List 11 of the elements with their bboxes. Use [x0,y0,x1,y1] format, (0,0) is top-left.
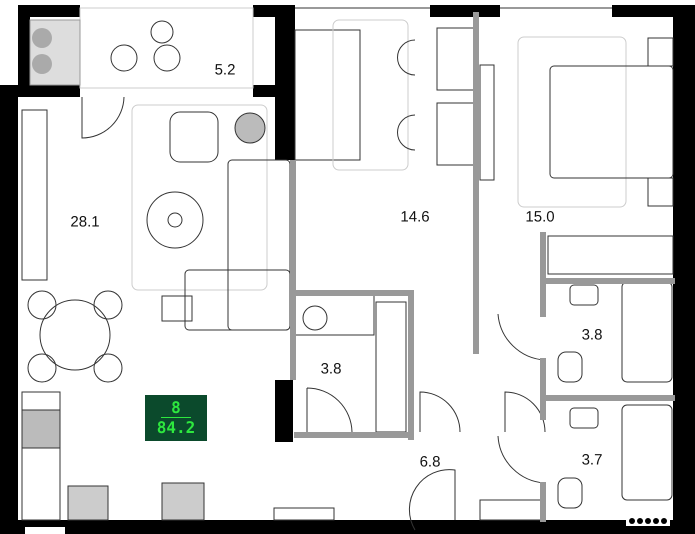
room-area-label: 3.8 [582,326,602,344]
room-area-label: 3.7 [582,452,602,468]
total-area: 84.2 [156,418,196,438]
room-area-label: 3.8 [320,360,342,378]
room-area-label: 6.8 [420,454,440,470]
room-area-label: 28.1 [70,214,100,230]
room-area-label: 5.2 [214,62,236,78]
room-area-label: 15.0 [525,208,555,226]
room-area-label: 14.6 [400,208,430,226]
room-count: 8 [161,398,191,418]
apartment-badge [145,395,207,441]
